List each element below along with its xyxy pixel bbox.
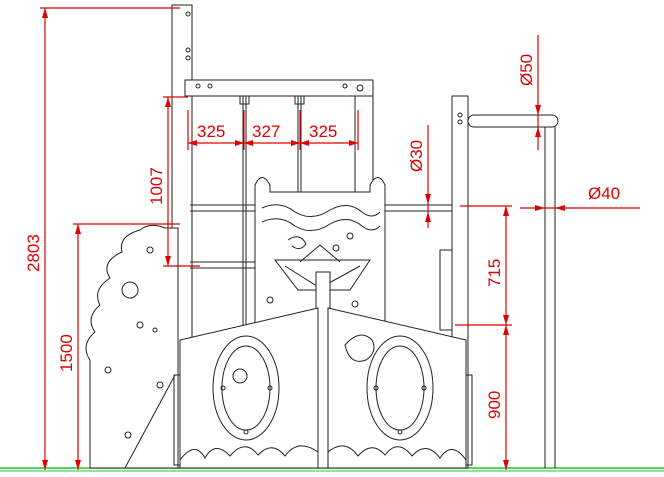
dimension-bay-1-label: 325 (197, 122, 225, 141)
dimension-platform-height-label: 1500 (57, 334, 76, 372)
dimension-rail-diameter-label: Ø50 (517, 54, 536, 86)
dimension-bar-diameter (520, 205, 640, 211)
dimension-total-height (40, 7, 180, 470)
dimension-base-height-label: 900 (485, 391, 504, 419)
dimension-post-diameter-label: Ø30 (407, 140, 426, 172)
dimension-platform-height (73, 223, 180, 470)
dimension-total-height-label: 2803 (24, 234, 43, 272)
climbing-wall (85, 224, 179, 469)
dimension-bays (187, 110, 359, 150)
dimension-bay-2-label: 327 (252, 122, 280, 141)
dimension-bar-diameter-label: Ø40 (588, 184, 620, 203)
handrail-bar (467, 114, 559, 468)
dimension-rail-height-label: 715 (485, 259, 504, 287)
right-boat-panel (327, 307, 473, 469)
dimension-panel-height-label: 1007 (147, 167, 166, 205)
dimension-rail-height (455, 205, 512, 326)
dimension-post-diameter (425, 125, 431, 228)
dimension-panel-height (163, 96, 200, 267)
dimension-rail-diameter (535, 35, 541, 150)
dimension-bay-3-label: 325 (309, 122, 337, 141)
top-beam (184, 79, 374, 108)
left-boat-panel (173, 307, 319, 469)
dimension-base-height (503, 325, 509, 470)
